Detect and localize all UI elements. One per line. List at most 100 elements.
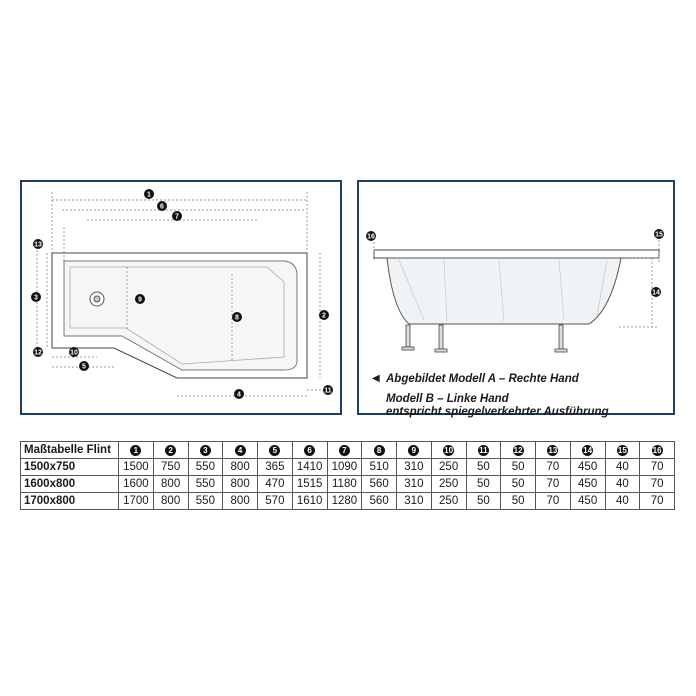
svg-text:6: 6 <box>160 204 164 211</box>
col-header: 3 <box>187 441 224 459</box>
label-11: 11 <box>323 385 333 395</box>
svg-text:14: 14 <box>652 290 660 297</box>
table-cell: 560 <box>361 492 397 510</box>
table-cell: 800 <box>152 492 189 510</box>
table-cell: 40 <box>604 458 641 476</box>
table-cell: 70 <box>535 475 571 493</box>
table-cell: 310 <box>396 458 432 476</box>
label-10: 10 <box>69 347 79 357</box>
top-view-diagram: 1 6 7 13 3 9 8 2 12 10 5 4 11 <box>20 180 342 415</box>
caption-model-b: Modell B – Linke Hand <box>386 393 509 405</box>
label-13: 13 <box>33 239 43 249</box>
row-label: 1700x800 <box>20 492 119 510</box>
col-header: 1 <box>118 441 154 459</box>
table-title: Maßtabelle Flint <box>20 441 119 459</box>
table-cell: 550 <box>187 492 224 510</box>
svg-text:7: 7 <box>175 214 179 221</box>
table-cell: 560 <box>361 475 397 493</box>
col-header: 4 <box>222 441 258 459</box>
label-4: 4 <box>234 389 244 399</box>
table-cell: 800 <box>222 458 258 476</box>
svg-text:3: 3 <box>34 295 38 302</box>
table-cell: 550 <box>187 458 224 476</box>
table-cell: 70 <box>639 458 675 476</box>
table-cell: 50 <box>465 458 502 476</box>
label-16: 16 <box>366 231 376 241</box>
table-cell: 450 <box>569 458 606 476</box>
side-view-diagram: 16 15 14 <box>357 180 675 415</box>
col-header: 6 <box>291 441 328 459</box>
table-cell: 310 <box>396 475 432 493</box>
label-7: 7 <box>172 211 182 221</box>
col-header: 9 <box>396 441 432 459</box>
caption-mirror: entspricht spiegelverkehrter Ausführung <box>386 406 609 418</box>
col-header: 2 <box>152 441 189 459</box>
dimensions-table: Maßtabelle Flint 1 2 3 4 5 6 7 8 9 10 11… <box>20 441 675 510</box>
col-header: 12 <box>500 441 536 459</box>
table-cell: 800 <box>152 475 189 493</box>
svg-text:10: 10 <box>70 350 78 357</box>
table-cell: 250 <box>430 458 467 476</box>
col-header: 15 <box>604 441 641 459</box>
table-cell: 70 <box>639 492 675 510</box>
table-cell: 250 <box>430 492 467 510</box>
table-cell: 1280 <box>326 492 363 510</box>
svg-text:1: 1 <box>147 192 151 199</box>
table-cell: 70 <box>535 492 571 510</box>
label-5: 5 <box>79 361 89 371</box>
table-cell: 1610 <box>291 492 328 510</box>
table-cell: 70 <box>639 475 675 493</box>
table-cell: 1500 <box>118 458 154 476</box>
col-header: 8 <box>361 441 397 459</box>
label-2: 2 <box>319 310 329 320</box>
svg-text:4: 4 <box>237 392 241 399</box>
table-cell: 250 <box>430 475 467 493</box>
svg-text:13: 13 <box>34 242 42 249</box>
svg-text:9: 9 <box>138 297 142 304</box>
table-cell: 1090 <box>326 458 363 476</box>
label-15: 15 <box>654 229 664 239</box>
col-header: 7 <box>326 441 363 459</box>
table-header-row: Maßtabelle Flint 1 2 3 4 5 6 7 8 9 10 11… <box>20 441 675 459</box>
table-cell: 510 <box>361 458 397 476</box>
svg-text:16: 16 <box>367 234 375 241</box>
table-cell: 50 <box>500 475 536 493</box>
table-cell: 750 <box>152 458 189 476</box>
side-view-drawing: 16 15 14 <box>366 229 664 353</box>
label-3: 3 <box>31 292 41 302</box>
left-arrow-icon: ◀ <box>372 373 380 384</box>
col-header: 16 <box>639 441 675 459</box>
table-cell: 470 <box>257 475 293 493</box>
col-header: 14 <box>569 441 606 459</box>
table-cell: 50 <box>500 492 536 510</box>
table-cell: 800 <box>222 492 258 510</box>
label-1: 1 <box>144 189 154 199</box>
top-view-drawing: 1 6 7 13 3 9 8 2 12 10 5 4 11 <box>31 189 333 399</box>
label-14: 14 <box>651 287 661 297</box>
svg-text:11: 11 <box>324 388 332 395</box>
label-12: 12 <box>33 347 43 357</box>
table-cell: 50 <box>465 492 502 510</box>
table-cell: 450 <box>569 475 606 493</box>
table-cell: 550 <box>187 475 224 493</box>
table-cell: 1515 <box>291 475 328 493</box>
svg-text:8: 8 <box>235 315 239 322</box>
svg-text:15: 15 <box>655 232 663 239</box>
svg-text:12: 12 <box>34 350 42 357</box>
table-cell: 570 <box>257 492 293 510</box>
svg-text:2: 2 <box>322 313 326 320</box>
col-header: 13 <box>535 441 571 459</box>
caption-model-a: Abgebildet Modell A – Rechte Hand <box>386 373 579 385</box>
label-9: 9 <box>135 294 145 304</box>
label-6: 6 <box>157 201 167 211</box>
table-cell: 1410 <box>291 458 328 476</box>
table-cell: 800 <box>222 475 258 493</box>
table-cell: 365 <box>257 458 293 476</box>
table-cell: 450 <box>569 492 606 510</box>
table-cell: 40 <box>604 475 641 493</box>
col-header: 10 <box>430 441 467 459</box>
table-cell: 310 <box>396 492 432 510</box>
